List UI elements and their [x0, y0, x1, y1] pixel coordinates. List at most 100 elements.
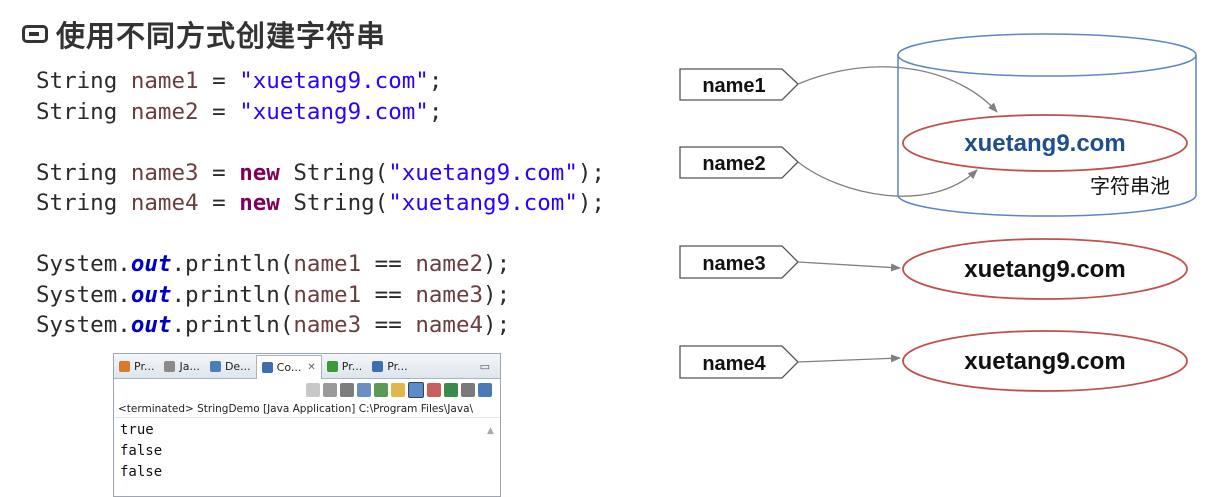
code-token: ); [483, 312, 511, 338]
code-token: ); [483, 251, 511, 277]
tab-label: Pr... [134, 359, 155, 373]
code-token: = [198, 190, 240, 216]
code-token: System. [36, 312, 131, 338]
ref-name2: name2 [679, 146, 799, 179]
tab-icon [261, 361, 273, 373]
code-token: name1 [293, 281, 362, 308]
ref-name1-label: name1 [702, 75, 765, 97]
code-line: String name2 = "xuetang9.com"; [36, 97, 605, 128]
remove-all-icon[interactable] [340, 383, 354, 397]
code-token: System. [36, 281, 131, 308]
code-token: .println( [171, 251, 294, 277]
code-token: name2 [130, 98, 199, 125]
scroll-lock-icon[interactable] [374, 383, 388, 397]
code-token: String [36, 68, 131, 94]
word-wrap-icon[interactable] [391, 383, 405, 397]
tab-icon [209, 360, 221, 372]
code-token: "xuetang9.com" [239, 98, 429, 125]
display-console-icon[interactable] [461, 383, 475, 397]
console-tab[interactable]: Pr... [367, 355, 412, 377]
pool-string-value: xuetang9.com [964, 130, 1125, 157]
code-token: System. [36, 251, 131, 277]
console-tab[interactable]: De... [205, 355, 256, 377]
code-token: out [130, 312, 172, 338]
code-line: String name3 = new String("xuetang9.com"… [36, 158, 605, 189]
code-token: = [198, 98, 240, 125]
show-stdout-icon[interactable] [408, 382, 424, 398]
code-token: ); [577, 159, 605, 186]
heap-string-ellipse-1 [902, 238, 1188, 300]
slide-title: 使用不同方式创建字符串 [22, 14, 386, 54]
code-token: String( [279, 159, 389, 186]
tab-label: Co... [276, 360, 302, 374]
console-tab[interactable]: Ja... [159, 355, 204, 377]
code-line: System.out.println(name3 == name4); [36, 310, 605, 341]
show-stderr-icon[interactable] [427, 383, 441, 397]
console-panel: Pr... Ja... De... Co... ✕ Pr... Pr... ▭ <termin… [113, 353, 501, 497]
code-line: String name4 = new String("xuetang9.com"… [36, 188, 605, 219]
open-console-icon[interactable] [478, 383, 492, 397]
code-token: "xuetang9.com" [388, 159, 578, 186]
string-pool-cylinder [897, 33, 1197, 217]
code-token: out [130, 281, 172, 308]
ref-name4-label: name4 [702, 353, 766, 375]
code-token: ); [483, 281, 511, 308]
arrow-name1-to-pool [797, 66, 998, 113]
code-line: System.out.println(name1 == name2); [36, 249, 605, 280]
pool-string-ellipse [902, 114, 1188, 172]
code-token: out [130, 251, 172, 277]
heap-string-ellipse-2 [902, 330, 1188, 392]
code-token: name4 [415, 312, 484, 338]
tab-label: Pr... [387, 359, 408, 373]
heap-string-value-1: xuetang9.com [964, 256, 1125, 283]
code-token: name4 [130, 190, 199, 216]
code-token: == [361, 312, 416, 338]
code-token: "xuetang9.com" [388, 190, 578, 216]
chat-icon [22, 25, 48, 43]
code-token: ; [428, 68, 443, 94]
code-token: new [239, 190, 280, 216]
code-token: = [198, 159, 240, 186]
ref-name2-label: name2 [702, 153, 765, 175]
console-tab[interactable]: Co... ✕ [255, 354, 322, 379]
console-status-line: <terminated> StringDemo [Java Applicatio… [114, 401, 500, 418]
close-icon[interactable]: ✕ [307, 361, 316, 373]
tab-icon [164, 360, 176, 372]
title-text: 使用不同方式创建字符串 [56, 19, 387, 53]
tab-icon [326, 360, 338, 372]
minimize-icon[interactable]: ▭ [479, 359, 490, 373]
code-token: name3 [293, 312, 362, 338]
pool-label: 字符串池 [1090, 174, 1170, 198]
scroll-up-icon[interactable]: ▲ [487, 426, 494, 436]
clear-console-icon[interactable] [357, 383, 371, 397]
code-line: System.out.println(name1 == name3); [36, 280, 605, 311]
remove-launch-icon[interactable] [323, 383, 337, 397]
code-token: name1 [293, 251, 362, 277]
arrow-name4-to-heap [797, 354, 901, 363]
tab-label: Ja... [179, 359, 200, 373]
ref-name4: name4 [679, 345, 799, 379]
console-tab[interactable]: Pr... [322, 355, 367, 377]
heap-string-value-2: xuetang9.com [964, 348, 1125, 375]
code-token: ; [428, 98, 443, 125]
console-tab-bar: Pr... Ja... De... Co... ✕ Pr... Pr... ▭ [114, 354, 500, 379]
arrow-name3-to-heap [797, 261, 901, 272]
console-tab[interactable]: Pr... [114, 355, 159, 377]
ref-name3: name3 [679, 245, 799, 279]
code-token: .println( [171, 281, 294, 308]
tab-label: Pr... [341, 359, 363, 373]
console-output-line: false [120, 464, 163, 480]
ref-name1: name1 [679, 68, 799, 101]
ref-name3-label: name3 [702, 253, 765, 275]
pin-console-icon[interactable] [444, 383, 458, 397]
tab-icon [119, 360, 130, 372]
code-token: name3 [130, 159, 199, 186]
code-token: == [361, 251, 416, 277]
code-token: String [36, 159, 131, 186]
code-token: "xuetang9.com" [239, 68, 429, 94]
terminate-icon[interactable] [306, 383, 320, 397]
console-toolbar [114, 379, 500, 401]
code-token: = [198, 68, 240, 94]
